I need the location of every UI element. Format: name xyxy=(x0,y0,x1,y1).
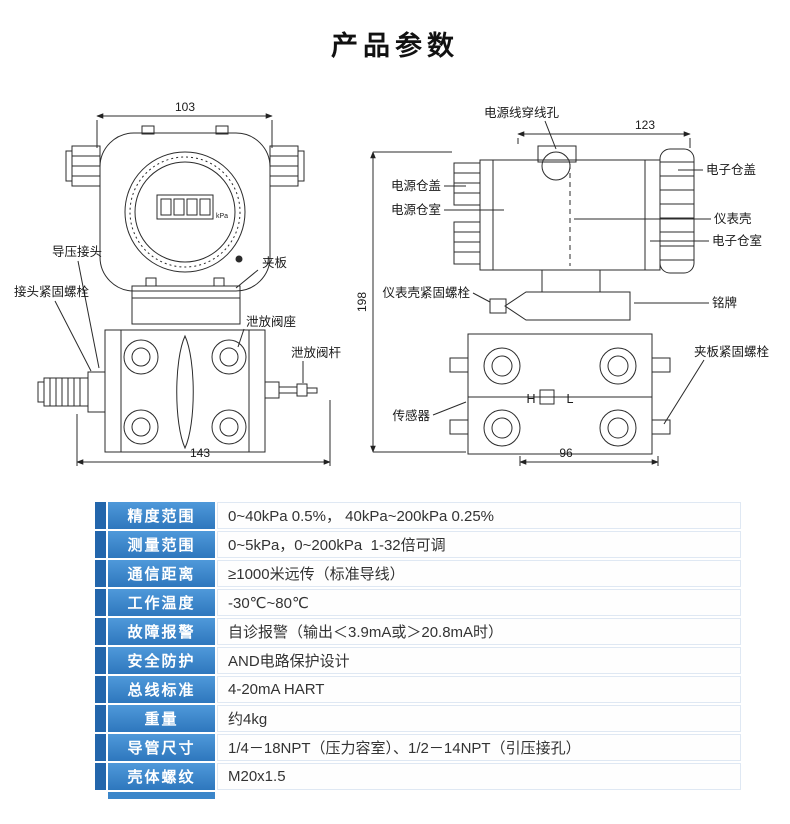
spec-value: -30℃~80℃ xyxy=(217,589,741,616)
electronics-compartment-cap xyxy=(659,148,695,274)
label-vent-valve-stem: 泄放阀杆 xyxy=(291,345,342,360)
label-shell-bolt: 仪表壳紧固螺栓 xyxy=(382,285,470,300)
dim-123-text: 123 xyxy=(635,118,655,132)
table-row: 导管尺寸 1/4－18NPT（压力容室）、1/2－14NPT（引压接孔） xyxy=(95,734,741,761)
spec-label: 精度范围 xyxy=(108,502,215,529)
row-accent xyxy=(95,647,106,674)
display-unit-text: kPa xyxy=(216,213,228,220)
sensor-body: H L xyxy=(449,333,671,455)
table-row: 壳体螺纹 M20x1.5 xyxy=(95,763,741,790)
spec-label: 测量范围 xyxy=(108,531,215,558)
dim-143-text: 143 xyxy=(190,446,210,460)
transmitter-side-view: 电源线穿线孔 123 xyxy=(355,105,770,466)
label-power-chamber: 电源仓室 xyxy=(391,202,441,217)
port-l-text: L xyxy=(567,392,574,406)
row-accent xyxy=(95,560,106,587)
label-power-cable-hole: 电源线穿线孔 xyxy=(484,105,560,120)
page-title: 产品参数 xyxy=(331,31,459,61)
label-nameplate: 铭牌 xyxy=(712,295,737,310)
row-accent xyxy=(95,531,106,558)
transmitter-front-view: 103 xyxy=(14,100,342,466)
adjust-button-dot xyxy=(235,255,243,263)
label-instrument-shell: 仪表壳 xyxy=(714,212,752,226)
row-accent xyxy=(95,705,106,732)
spec-value: M20x1.5 xyxy=(217,763,741,790)
row-accent xyxy=(95,763,106,790)
spec-value: 约4kg xyxy=(217,705,741,732)
spec-label: 导管尺寸 xyxy=(108,734,215,761)
clamp-plate-part xyxy=(131,277,241,325)
spec-label: 重量 xyxy=(108,705,215,732)
row-accent xyxy=(95,589,106,616)
label-vent-valve-seat: 泄放阀座 xyxy=(246,314,296,329)
row-accent xyxy=(95,676,106,703)
table-row: 测量范围 0~5kPa，0~200kPa 1-32倍可调 xyxy=(95,531,741,558)
dimension-width-123: 123 xyxy=(517,118,691,148)
spec-label: 壳体螺纹 xyxy=(108,763,215,790)
lcd-display: kPa xyxy=(156,194,228,220)
label-pressure-connector: 导压接头 xyxy=(52,244,102,259)
row-accent xyxy=(95,734,106,761)
spec-label: 安全防护 xyxy=(108,647,215,674)
table-row: 重量 约4kg xyxy=(95,705,741,732)
label-power-cover: 电源仓盖 xyxy=(391,179,441,193)
transmitter-head: kPa xyxy=(65,125,305,292)
housing-neck xyxy=(541,269,601,293)
dimension-width-103: 103 xyxy=(96,100,273,148)
table-row: 故障报警 自诊报警（输出＜3.9mA或＞20.8mA时） xyxy=(95,618,741,645)
table-row: 精度范围 0~40kPa 0.5%， 40kPa~200kPa 0.25% xyxy=(95,502,741,529)
spec-label: 通信距离 xyxy=(108,560,215,587)
port-h-text: H xyxy=(526,392,535,406)
spec-label: 故障报警 xyxy=(108,618,215,645)
spec-value: 0~5kPa，0~200kPa 1-32倍可调 xyxy=(217,531,741,558)
vent-valve-part xyxy=(264,381,318,399)
flange-body xyxy=(104,329,266,453)
spec-value: 4-20mA HART xyxy=(217,676,741,703)
table-row: 总线标准 4-20mA HART xyxy=(95,676,741,703)
label-connector-bolt: 接头紧固螺栓 xyxy=(14,284,90,299)
label-electronics-chamber: 电子仓室 xyxy=(712,233,762,248)
spec-label: 总线标准 xyxy=(108,676,215,703)
spec-value: 1/4－18NPT（压力容室）、1/2－14NPT（引压接孔） xyxy=(217,734,741,761)
dim-198-text: 198 xyxy=(355,292,369,312)
housing-body xyxy=(479,159,661,271)
label-electronics-cover: 电子仓盖 xyxy=(706,163,756,177)
dim-103-text: 103 xyxy=(175,100,195,114)
row-accent xyxy=(95,502,106,529)
label-clamp-bolt: 夹板紧固螺栓 xyxy=(694,344,770,359)
partial-next-row-strip xyxy=(108,792,215,799)
nameplate-part xyxy=(489,291,631,321)
table-row: 安全防护 AND电路保护设计 xyxy=(95,647,741,674)
pressure-connector-part xyxy=(37,371,106,413)
spec-table: 精度范围 0~40kPa 0.5%， 40kPa~200kPa 0.25% 测量… xyxy=(95,502,741,799)
spec-label: 工作温度 xyxy=(108,589,215,616)
spec-value: 自诊报警（输出＜3.9mA或＞20.8mA时） xyxy=(217,618,741,645)
dimension-width-143: 143 xyxy=(76,400,331,466)
spec-value: ≥1000米远传（标准导线） xyxy=(217,560,741,587)
dim-96-text: 96 xyxy=(559,446,573,460)
label-sensor: 传感器 xyxy=(392,408,430,423)
dimension-width-96: 96 xyxy=(519,446,659,466)
table-row: 工作温度 -30℃~80℃ xyxy=(95,589,741,616)
power-compartment-cap xyxy=(453,162,481,265)
spec-value: 0~40kPa 0.5%， 40kPa~200kPa 0.25% xyxy=(217,502,741,529)
table-row: 通信距离 ≥1000米远传（标准导线） xyxy=(95,560,741,587)
dimension-height-198: 198 xyxy=(355,151,466,453)
label-clamp-plate: 夹板 xyxy=(262,256,288,270)
spec-value: AND电路保护设计 xyxy=(217,647,741,674)
gauge-text-ring xyxy=(129,156,241,268)
row-accent xyxy=(95,618,106,645)
